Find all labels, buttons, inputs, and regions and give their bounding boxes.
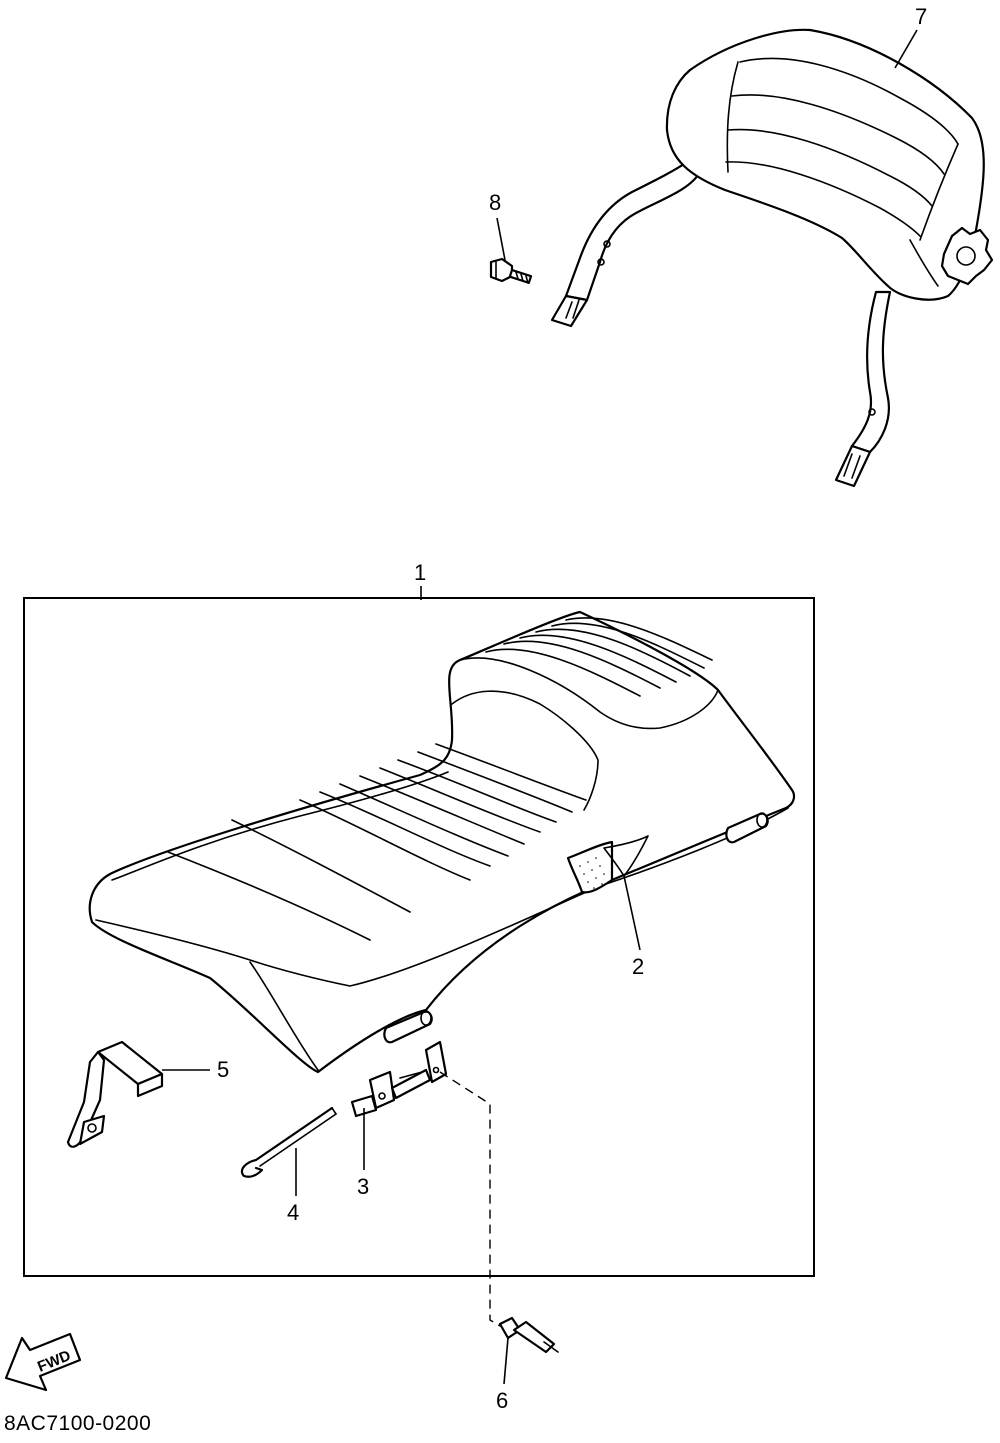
- callout-4: 4: [287, 1200, 300, 1225]
- bracket-part-5: [66, 1040, 164, 1148]
- latch-part-3: [350, 1040, 448, 1118]
- leader-lines: [162, 29, 918, 1385]
- callout-5: 5: [217, 1057, 230, 1082]
- callout-6: 6: [496, 1388, 509, 1413]
- callout-3: 3: [357, 1174, 370, 1199]
- rivet-part-6: [498, 1316, 559, 1354]
- callout-8: 8: [489, 190, 502, 215]
- callout-2: 2: [632, 954, 645, 979]
- callout-7: 7: [915, 4, 928, 29]
- seat-patch-part-2: [566, 835, 649, 894]
- backrest-part-7: [550, 28, 994, 488]
- rod-part-4: [240, 1106, 337, 1178]
- bolt-part-8: [489, 257, 533, 284]
- diagram-code: 8AC7100-0200: [4, 1412, 152, 1435]
- assembly-frame: [23, 597, 815, 1277]
- seat-part-1: [88, 610, 796, 1074]
- fwd-arrow-icon: FWD: [4, 1332, 82, 1392]
- callout-1: 1: [414, 560, 427, 585]
